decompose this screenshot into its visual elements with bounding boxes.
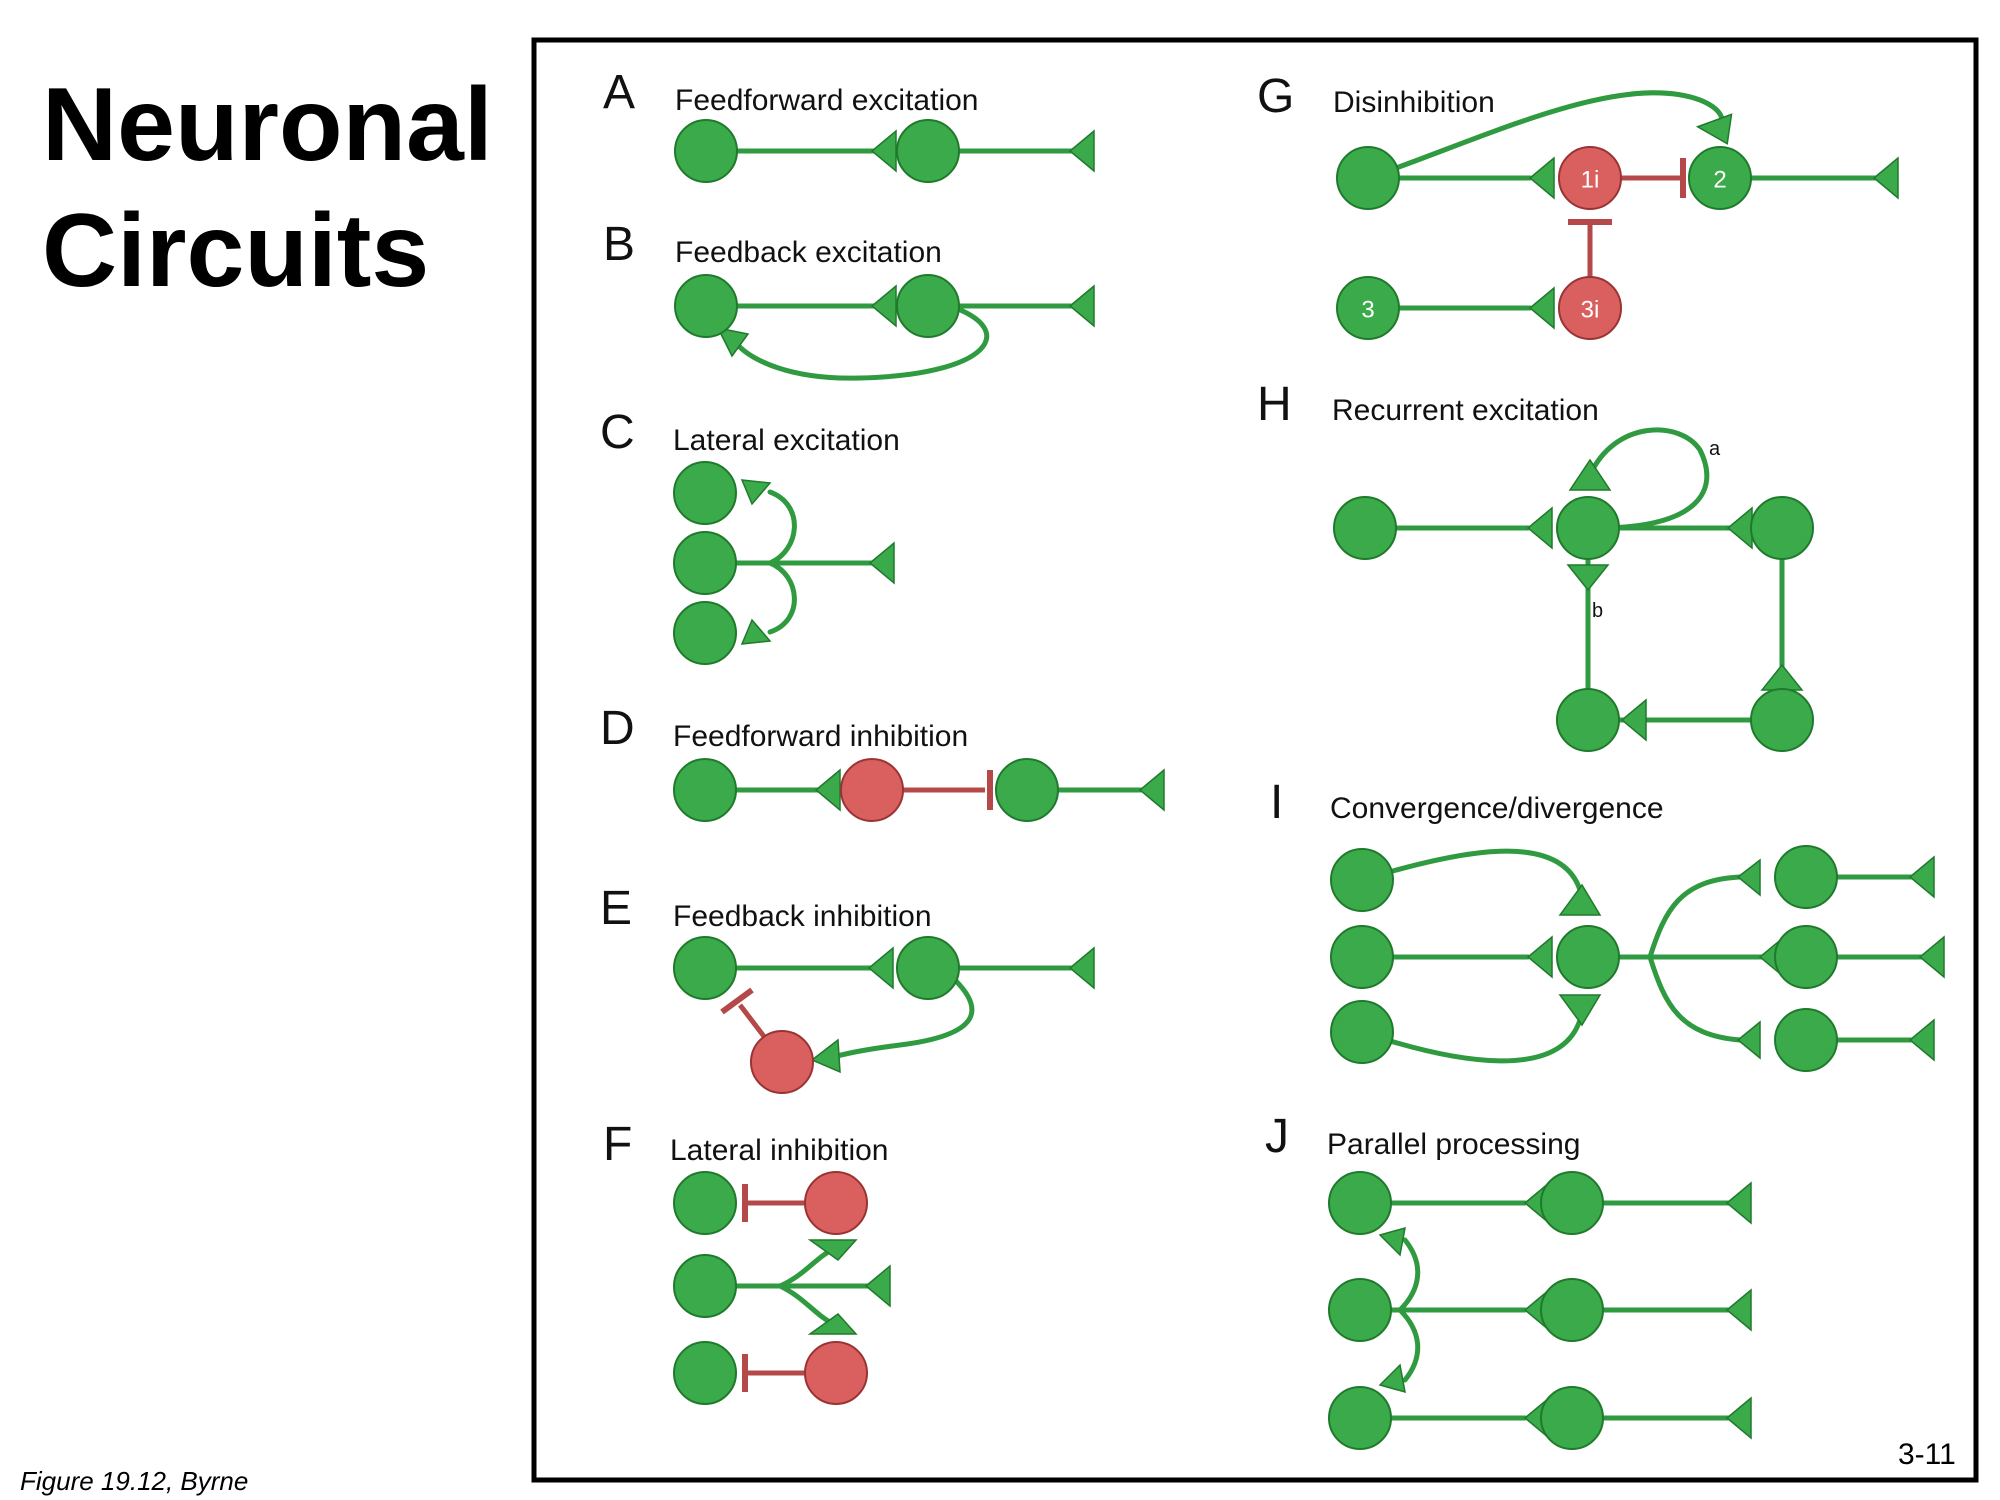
panel-h-title: Recurrent excitation [1332, 394, 1599, 427]
title-line-1: Neuronal [42, 67, 493, 183]
neuron [673, 936, 737, 1000]
panel-b-letter: B [603, 218, 635, 271]
neuron [1328, 1171, 1392, 1235]
panel-j-letter: J [1265, 1110, 1289, 1163]
neuron-label-3i: 3i [1581, 297, 1600, 324]
neuron [1336, 146, 1400, 210]
panel-g-title: Disinhibition [1333, 86, 1495, 119]
panel-c: C Lateral excitation [600, 406, 900, 665]
neuron [1774, 845, 1838, 909]
panel-g-letter: G [1257, 70, 1294, 123]
panel-a-title: Feedforward excitation [675, 84, 979, 117]
neuron [896, 936, 960, 1000]
neuron [674, 274, 738, 338]
neuron [1540, 1278, 1604, 1342]
neuron [673, 461, 737, 525]
inhibitory-neuron-3i [1558, 276, 1622, 340]
panel-i-title: Convergence/divergence [1330, 792, 1664, 825]
panel-d-letter: D [600, 702, 635, 755]
inhibitory-neuron [750, 1030, 814, 1094]
neuron [1556, 925, 1620, 989]
neuron [896, 274, 960, 338]
panel-e: E Feedback inhibition [600, 882, 1095, 1094]
neuron [1328, 1386, 1392, 1450]
neuron [896, 119, 960, 183]
neuron [1330, 848, 1394, 912]
neuron [1333, 496, 1397, 560]
panel-h-letter: H [1257, 378, 1292, 431]
neuron [1330, 925, 1394, 989]
neuron [1750, 496, 1814, 560]
panel-a: A Feedforward excitation [603, 66, 1095, 183]
panel-b: B Feedback excitation [603, 218, 1095, 381]
neuron [1330, 1000, 1394, 1064]
panel-h: H Recurrent excitation a b [1257, 378, 1814, 752]
neuron [995, 758, 1059, 822]
neuron [1540, 1386, 1604, 1450]
neuron [1774, 1008, 1838, 1072]
neuron [673, 1341, 737, 1405]
neuron [673, 1254, 737, 1318]
panel-e-letter: E [600, 882, 632, 935]
figure-caption: Figure 19.12, Byrne [20, 1466, 249, 1496]
neuron [673, 758, 737, 822]
neuron [673, 1171, 737, 1235]
panel-j-title: Parallel processing [1327, 1128, 1580, 1161]
neuron [1540, 1171, 1604, 1235]
panel-e-title: Feedback inhibition [673, 900, 932, 933]
neuron [1556, 496, 1620, 560]
panel-i: I Convergence/divergence [1270, 776, 1945, 1072]
neuron-3 [1336, 276, 1400, 340]
neuron [673, 601, 737, 665]
neuron [1750, 688, 1814, 752]
neuron [674, 119, 738, 183]
panel-d: D Feedforward inhibition [600, 702, 1165, 822]
inhibitory-neuron-1i [1558, 146, 1622, 210]
inhibitory-neuron [840, 758, 904, 822]
neuron-label-3: 3 [1361, 297, 1374, 324]
panel-f: F Lateral inhibition [603, 1118, 891, 1405]
panel-d-title: Feedforward inhibition [673, 720, 968, 753]
neuron [1328, 1278, 1392, 1342]
panel-c-letter: C [600, 406, 635, 459]
panel-b-title: Feedback excitation [675, 236, 942, 269]
slide-title: Neuronal Circuits [42, 62, 493, 314]
panel-j: J Parallel processing [1265, 1110, 1752, 1450]
slide-number: 3-11 [1898, 1438, 1956, 1471]
neuron [673, 531, 737, 595]
figure-frame [531, 37, 1979, 1483]
panel-c-title: Lateral excitation [673, 424, 900, 457]
title-line-2: Circuits [42, 193, 430, 309]
panel-f-letter: F [603, 1118, 632, 1171]
panel-i-letter: I [1270, 776, 1283, 829]
neuron-label-1i: 1i [1581, 167, 1600, 194]
panel-f-title: Lateral inhibition [670, 1134, 888, 1167]
neuron [1774, 925, 1838, 989]
path-label-b: b [1592, 600, 1603, 622]
path-label-a: a [1709, 438, 1721, 460]
neuron-2 [1688, 146, 1752, 210]
inhibitory-neuron [804, 1341, 868, 1405]
neuron-label-2: 2 [1713, 167, 1726, 194]
inhibitory-neuron [804, 1171, 868, 1235]
neuron [1556, 688, 1620, 752]
panel-a-letter: A [603, 66, 635, 119]
panel-g: G Disinhibition 1i 2 3 3i [1257, 70, 1899, 340]
